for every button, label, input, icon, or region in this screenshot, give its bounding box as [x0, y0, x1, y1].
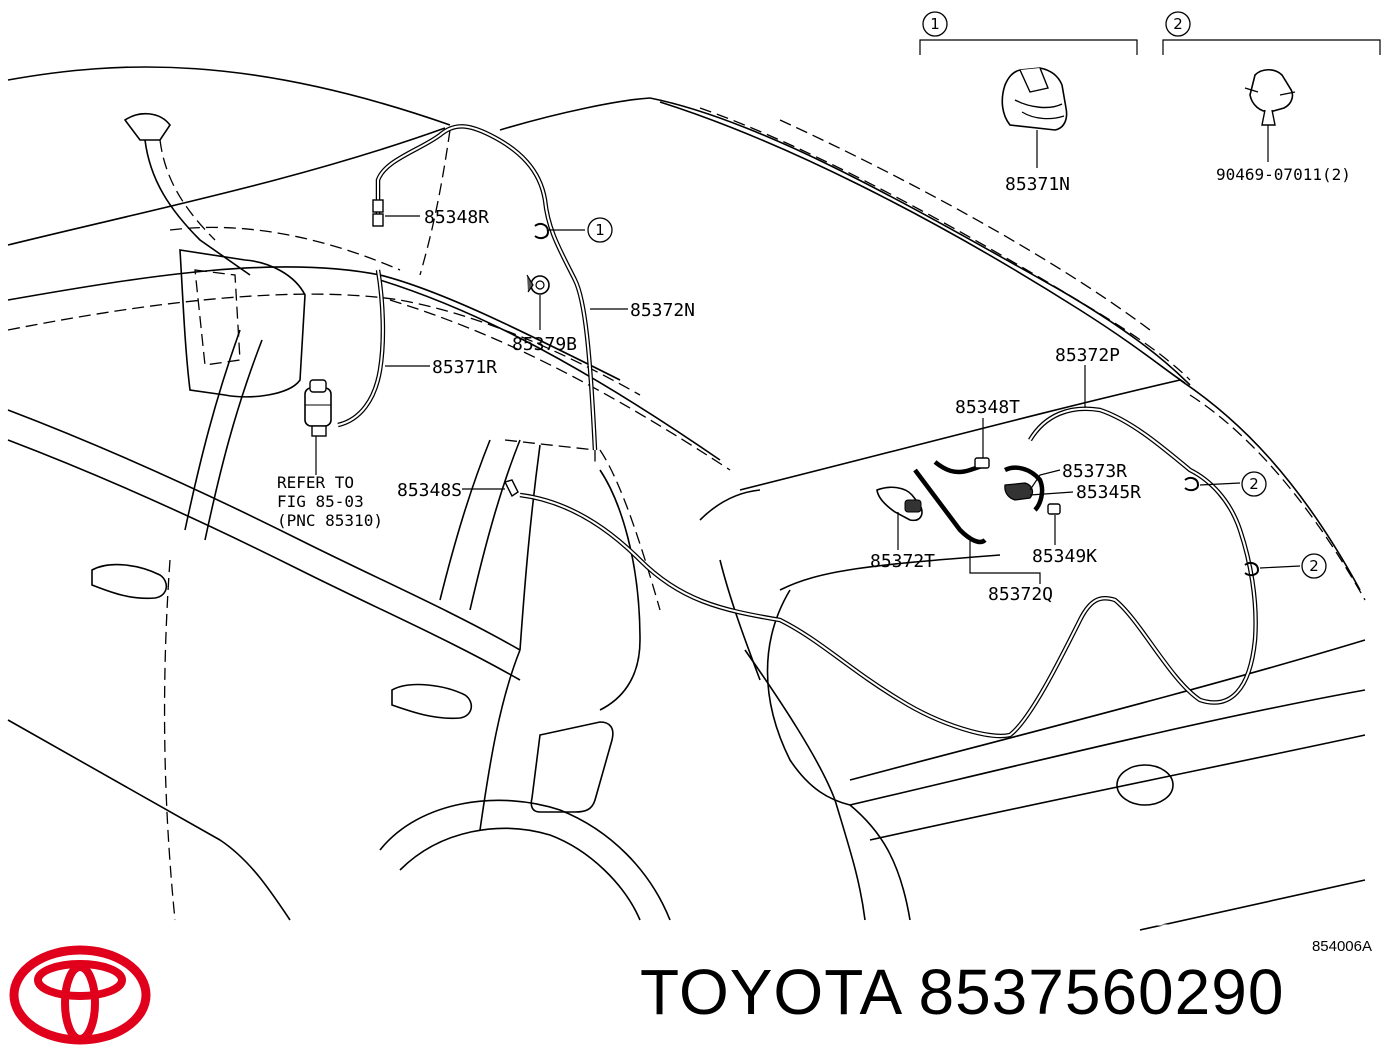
toyota-logo-icon	[9, 945, 151, 1045]
grommet-icon	[526, 274, 550, 295]
refer-note: REFER TO FIG 85-03 (PNC 85310)	[277, 473, 383, 530]
callout-number: 1	[930, 15, 940, 33]
part-label: 85371R	[432, 357, 497, 378]
refer-note-line: REFER TO	[277, 473, 354, 492]
figure-code: 854006A	[1311, 938, 1372, 955]
callout-number: 1	[595, 221, 605, 239]
part-label: 85345R	[1076, 482, 1141, 503]
part-label: 85348T	[955, 397, 1020, 418]
part-label: 85373R	[1062, 461, 1127, 482]
part-labels: 85348R 85372N 85379B 85371R 85348S 85372…	[397, 207, 1141, 605]
small-parts	[304, 199, 1260, 577]
part-label: 85348R	[424, 207, 489, 228]
part-label: 85348S	[397, 480, 462, 501]
part-label: 85349K	[1032, 546, 1097, 567]
part-label: 85372N	[630, 300, 695, 321]
brand-part-number: TOYOTA 8537560290	[640, 956, 1285, 1028]
callout-number: 2	[1249, 475, 1259, 493]
part-label: 85372Q	[988, 584, 1053, 605]
part-label: 85371N	[1005, 174, 1070, 195]
callout-number: 2	[1309, 557, 1319, 575]
refer-note-line: FIG 85-03	[277, 492, 364, 511]
refer-note-line: (PNC 85310)	[277, 511, 383, 530]
check-valve-icon	[1004, 482, 1034, 501]
callout-2-marker-lower: 2	[1301, 553, 1327, 579]
hose-joint-icon	[1047, 503, 1061, 515]
washer-hose-network	[337, 124, 1258, 739]
hose-clip-icon	[1244, 68, 1296, 162]
hose-joint-icon	[503, 479, 519, 498]
car-body-outline	[7, 66, 1366, 931]
callout-number: 2	[1173, 15, 1183, 33]
part-label: 85379B	[512, 334, 577, 355]
part-label: 90469-07011(2)	[1216, 165, 1351, 184]
hose-joint-icon	[974, 457, 990, 469]
callout-2-marker-upper: 2	[1241, 471, 1267, 497]
legend-callout-1: 1 85371N	[919, 11, 1138, 195]
hose-clamp-icon	[1001, 67, 1068, 168]
hose-joint-icon	[372, 199, 384, 227]
washer-nozzle-icon	[876, 486, 923, 522]
leader-lines	[315, 215, 1301, 584]
part-label: 85372P	[1055, 345, 1120, 366]
part-label: 85372T	[870, 551, 935, 572]
washer-pump-icon	[304, 379, 332, 437]
legend-callout-2: 2 90469-07011(2)	[1162, 11, 1381, 184]
callout-1-marker: 1	[587, 217, 613, 243]
